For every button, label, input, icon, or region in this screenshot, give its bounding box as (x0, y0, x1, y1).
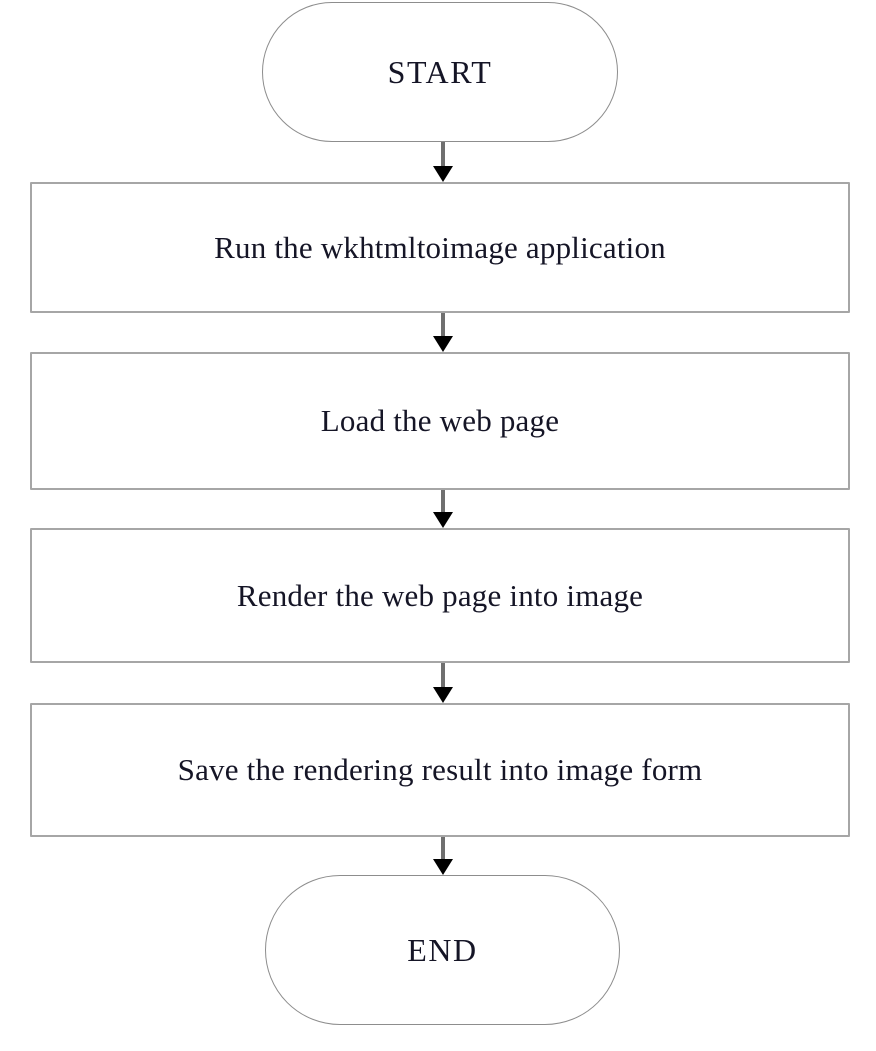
arrowhead-icon (433, 336, 453, 352)
arrowhead-icon (433, 512, 453, 528)
arrow-shaft (441, 490, 445, 514)
flowchart-node-save-result[interactable]: Save the rendering result into image for… (30, 703, 850, 837)
node-label-run-app: Run the wkhtmltoimage application (214, 229, 666, 265)
arrowhead-icon (433, 859, 453, 875)
node-label-load-page: Load the web page (320, 403, 560, 439)
node-label-save-result: Save the rendering result into image for… (177, 752, 703, 788)
arrow-shaft (441, 837, 445, 861)
flowchart-node-run-app[interactable]: Run the wkhtmltoimage application (30, 182, 850, 313)
arrowhead-icon (433, 687, 453, 703)
flowchart-node-render-page[interactable]: Render the web page into image (30, 528, 850, 663)
node-label-render-page: Render the web page into image (236, 577, 644, 613)
flowchart-node-start[interactable]: START (262, 2, 618, 142)
flowchart-node-load-page[interactable]: Load the web page (30, 352, 850, 490)
node-label-start: START (387, 53, 493, 90)
node-label-end: END (407, 931, 478, 968)
arrowhead-icon (433, 166, 453, 182)
arrow-shaft (441, 142, 445, 168)
arrow-shaft (441, 313, 445, 338)
flowchart-node-end[interactable]: END (265, 875, 620, 1025)
arrow-shaft (441, 663, 445, 689)
